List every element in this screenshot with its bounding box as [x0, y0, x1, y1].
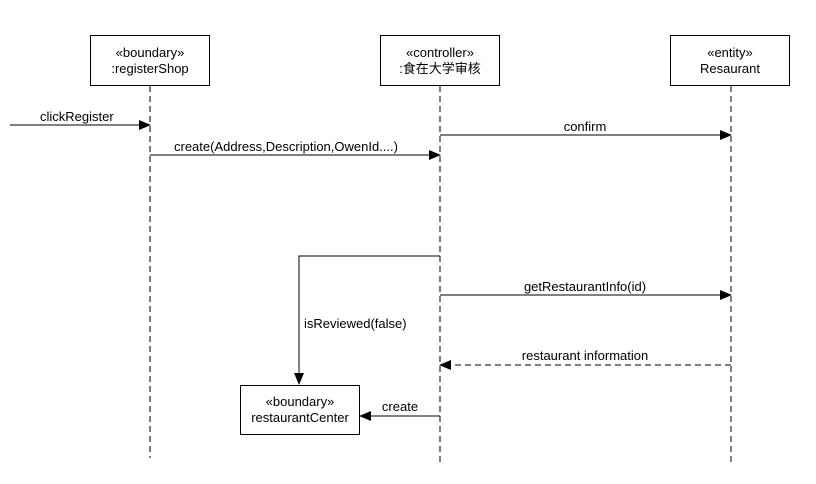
participant-restaurant: «entity» Resaurant	[670, 35, 790, 86]
message-info-return-label: restaurant information	[521, 348, 649, 363]
participant-restaurant-stereotype: «entity»	[707, 44, 753, 60]
participant-restaurant-center-name: restaurantCenter	[251, 410, 349, 425]
participant-register-shop-name: :registerShop	[111, 60, 189, 76]
participant-register-shop: «boundary» :registerShop	[90, 35, 210, 86]
participant-restaurant-center-stereotype: «boundary»	[265, 394, 335, 409]
message-is-reviewed-arrow	[294, 255, 440, 385]
participant-restaurant-name: Resaurant	[700, 60, 760, 76]
participant-controller-name: :食在大学审核	[399, 60, 481, 76]
message-click-register-label: clickRegister	[40, 109, 114, 124]
message-create-call-label: create(Address,Description,OwenId....)	[174, 139, 398, 154]
message-get-info-label: getRestaurantInfo(id)	[523, 279, 647, 294]
message-is-reviewed-label: isReviewed(false)	[304, 316, 407, 331]
participant-controller-stereotype: «controller»	[406, 44, 474, 60]
participant-register-shop-stereotype: «boundary»	[115, 44, 185, 60]
message-confirm-label: confirm	[563, 119, 607, 134]
participant-controller: «controller» :食在大学审核	[380, 35, 500, 86]
message-create-label: create	[381, 399, 419, 414]
participant-restaurant-center: «boundary» restaurantCenter	[240, 385, 360, 435]
